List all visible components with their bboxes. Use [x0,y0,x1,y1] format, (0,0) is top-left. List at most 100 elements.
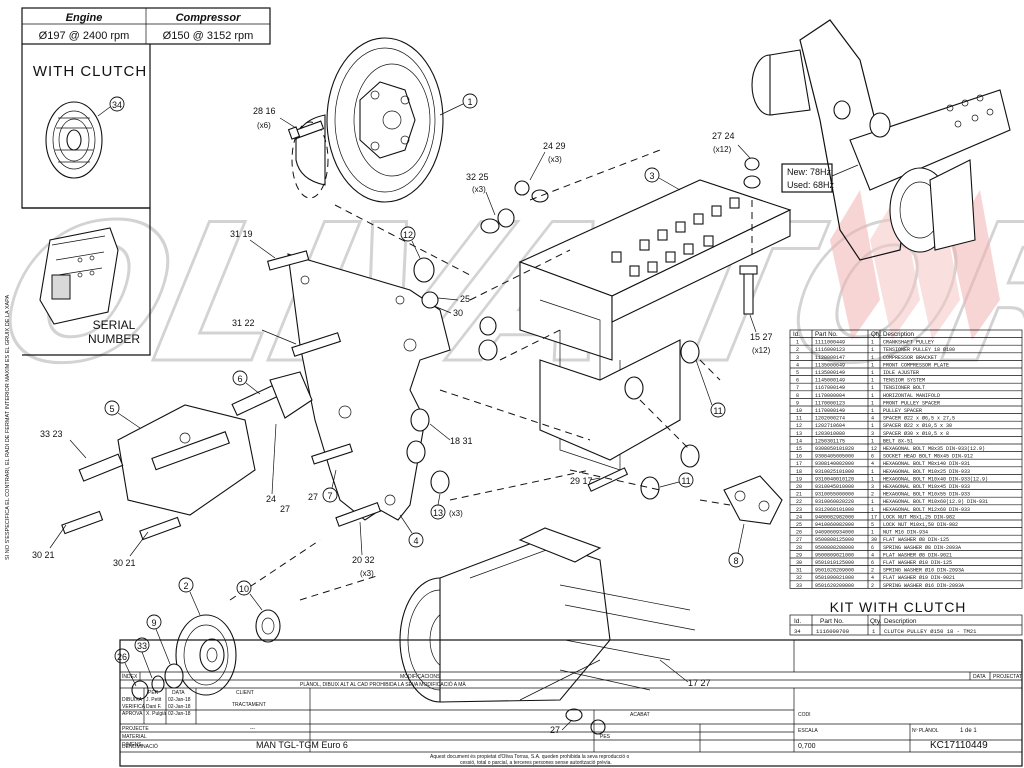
svg-text:29 17: 29 17 [570,476,593,486]
with-clutch-inset: WITH CLUTCH 34 [21,44,151,209]
svg-text:(x3): (x3) [449,509,463,518]
bom-cell: 4 [796,362,799,368]
bom-cell: 3 [796,355,799,361]
callout-33: 33 [134,637,153,679]
bom-cell: 14 [796,438,802,444]
bom-cell: 1 [871,438,874,444]
tensioner-system [231,371,313,419]
bom-cell: 9308140002000 [815,461,854,467]
bom-cell: BELT 8X-51 [883,438,913,444]
bom-cell: 3 [871,431,874,437]
bom-cell: 9312060101000 [815,507,854,513]
svg-text:9: 9 [151,618,156,628]
svg-text:18 31: 18 31 [450,436,473,446]
svg-text:11: 11 [713,406,722,416]
callout-30-21a: 30 21 [32,524,67,560]
svg-text:10: 10 [239,584,249,594]
callout-31-19: 31 19 [230,229,276,259]
bom-cell: 1203010080 [815,431,845,437]
bom-cell: 29 [796,552,802,558]
svg-text:(x3): (x3) [472,185,486,194]
bom-cell: 17 [871,514,877,520]
bom-cell: 1250301175 [815,438,845,444]
bom-cell: SPRING WASHER Ø16 DIN-2093A [883,582,964,589]
side-note: SI NO S'ESPECIFICA EL CONTRARI, EL RADI … [5,295,11,560]
callout-4: 4 [399,514,424,548]
tensioner-pulley [175,614,237,696]
svg-text:ESCALA: ESCALA [798,728,818,734]
bom-cell: FLAT WASHER Ø8 DIN-9021 [883,551,952,558]
bom-cell: 17 [796,461,802,467]
bom-cell: 30 [796,560,802,566]
bom-cell: 31 [796,568,802,574]
spacers-11 [624,340,700,500]
bom-cell: 1 [871,378,874,384]
spec-value-engine: Ø197 @ 2400 rpm [39,30,130,42]
svg-text:28 16: 28 16 [253,106,276,116]
callout-7: 7 [322,469,338,503]
callout-15-27: 15 27(x12) [749,314,773,355]
svg-text:13: 13 [433,508,443,518]
bom-cell: 1 [871,385,874,391]
svg-text:J. Petit: J. Petit [146,697,162,703]
svg-text:17 27: 17 27 [688,678,711,688]
svg-text:26: 26 [117,652,127,662]
bom-cell: FRONT COMPRESSOR PLATE [883,362,949,368]
washer-nut-cluster [406,157,761,735]
svg-text:31 22: 31 22 [232,318,255,328]
svg-text:2: 2 [183,581,188,591]
bom-cell: 9400082982000 [815,514,854,520]
callout-2: 2 [178,577,201,616]
svg-text:MODIFICACIONS: MODIFICACIONS [400,674,441,680]
callout-24: 24 [266,423,277,504]
svg-text:33: 33 [137,641,147,651]
bolts [61,250,758,541]
svg-text:20 32: 20 32 [352,555,375,565]
bom-cell: 32 [796,575,802,581]
bom-cell: 1202000274 [815,416,845,422]
svg-text:12: 12 [403,230,413,240]
bom-cell: NUT M16 DIN-934 [883,530,928,536]
svg-text:1: 1 [872,628,876,635]
svg-text:DENOMINACIÓ: DENOMINACIÓ [122,743,158,750]
svg-text:34: 34 [794,628,801,635]
svg-text:DATA: DATA [973,674,986,680]
svg-text:1116000700: 1116000700 [816,628,849,635]
svg-text:TRACTAMENT: TRACTAMENT [232,702,266,708]
svg-text:15 27: 15 27 [750,332,773,342]
svg-text:Description: Description [884,618,917,625]
svg-text:CODI: CODI [798,712,811,718]
serial-bracket-drawing [39,227,119,325]
svg-text:31 19: 31 19 [230,229,253,239]
bom-cell: 9310045010000 [815,484,854,490]
bom-cell: HEXAGONAL BOLT M12x60 DIN-933 [883,507,970,513]
bom-cell: 23 [796,507,802,513]
bom-cell: 1 [871,476,874,482]
callout-8: 8 [728,523,745,568]
cad-warning: PLÀNOL, DIBUIX ALT AL CAD PROHIBIDA LA S… [300,681,466,688]
svg-text:30 21: 30 21 [32,550,55,560]
bom-cell: 12 [871,446,877,452]
crankshaft-pulley [291,37,444,203]
callout-18-31: 18 31 [429,423,473,446]
bom-cell: 2 [871,583,874,589]
svg-text:---: --- [250,726,255,732]
svg-text:X. Pulgià: X. Pulgià [146,711,166,717]
bom-cell: 8 [796,393,799,399]
bom-cell: TENSIONER PULLEY 18 Ø100 [883,346,955,353]
bom-cell: 9 [796,400,799,406]
svg-text:30 21: 30 21 [113,558,136,568]
bom-cell: HEXAGONAL BOLT M8x140 DIN-931 [883,461,970,467]
bom-cell: 4 [871,575,874,581]
svg-text:(x12): (x12) [713,145,732,154]
compressor-bracket [518,179,792,471]
freq-new: New: 78Hz [787,167,832,177]
bom-cell: 1 [871,393,874,399]
bom-cell: 20 [796,484,802,490]
bom-cell: 9310055000000 [815,492,854,498]
bom-cell: HEXAGONAL BOLT M10x55 DIN-933 [883,492,970,498]
svg-text:Nº PLÀNOL: Nº PLÀNOL [912,727,939,734]
bom-cell: 1 [871,347,874,353]
svg-text:PER: PER [148,690,159,696]
